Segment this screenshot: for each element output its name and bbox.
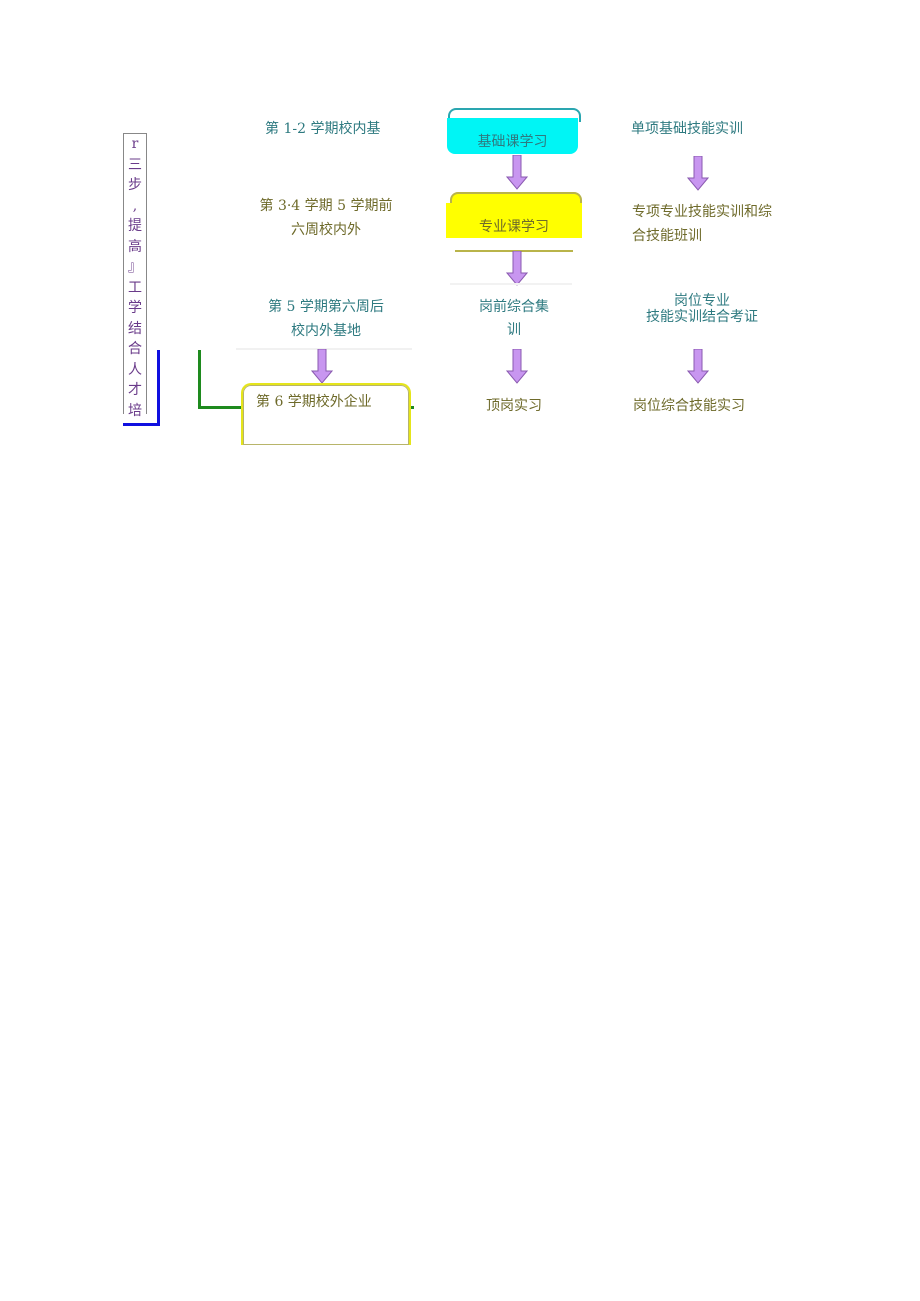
major-course-box <box>446 203 582 238</box>
title-char: 学 <box>128 300 142 316</box>
stage2-course: 专业课学习 <box>479 219 549 235</box>
stage2-period: 第 3·4 学期 5 学期前 六周校内外 <box>246 196 406 240</box>
green-connector-vertical <box>198 350 201 409</box>
stage2-training: 专项专业技能实训和综 合技能班训 <box>632 202 772 246</box>
arrow-down-icon <box>687 156 709 191</box>
title-char: , <box>132 197 138 214</box>
title-char: 高 <box>128 238 142 255</box>
stage3-course-line2: 训 <box>507 322 521 338</box>
arrow-down-icon <box>506 349 528 384</box>
title-char: 结 <box>128 320 142 337</box>
basic-course-box-top <box>448 108 581 122</box>
divider <box>450 283 572 285</box>
stage4-course: 顶岗实习 <box>486 398 542 414</box>
stage1-period: 第 1-2 学期校内基 <box>265 121 381 137</box>
stage4-period-box <box>241 383 411 445</box>
title-char: r <box>131 136 139 152</box>
stage1-training: 单项基础技能实训 <box>631 121 743 137</box>
title-char: 提 <box>128 218 142 234</box>
stage2-training-line1: 专项专业技能实训和综 <box>632 204 772 220</box>
stage4-period: 第 6 学期校外企业 <box>256 394 372 410</box>
arrow-down-icon <box>506 155 528 190</box>
title-char: 合 <box>128 341 142 357</box>
arrow-down-icon <box>506 251 528 286</box>
stage2-training-line2: 合技能班训 <box>632 228 702 244</box>
stage3-training-line2: 技能实训结合考证 <box>646 309 758 325</box>
title-char: 三 <box>128 156 142 173</box>
stage2-period-line1: 第 3·4 学期 5 学期前 <box>259 198 393 214</box>
stage3-course-line1: 岗前综合集 <box>479 299 549 315</box>
stage3-course: 岗前综合集 训 <box>456 297 572 340</box>
title-char: 人 <box>128 361 142 378</box>
title-char: 步 <box>128 177 142 193</box>
stage3-period-line1: 第 5 学期第六周后 <box>268 299 384 315</box>
title-char: 』 <box>128 259 142 275</box>
stage3-period-line2: 校内外基地 <box>291 323 361 339</box>
basic-course-box <box>447 118 578 154</box>
stage3-period: 第 5 学期第六周后 校内外基地 <box>246 297 406 341</box>
blue-bracket-horizontal <box>123 423 160 426</box>
stage1-course: 基础课学习 <box>477 134 548 150</box>
stage2-period-line2: 六周校内外 <box>291 222 361 238</box>
green-connector-horizontal <box>198 406 244 409</box>
arrow-down-icon <box>687 349 709 384</box>
green-connector-stub <box>408 406 414 409</box>
stage3-training: 岗位专业 技能实训结合考证 <box>630 293 774 325</box>
stage3-training-line1: 岗位专业 <box>674 293 730 309</box>
stage4-training: 岗位综合技能实习 <box>633 398 745 414</box>
title-char: 才 <box>128 382 142 398</box>
title-char: 培 <box>128 402 142 419</box>
vertical-title-box: r 三 步 , 提 高 』 工 学 结 合 人 才 培 <box>123 133 147 419</box>
title-char: 工 <box>128 279 142 296</box>
arrow-down-icon <box>311 349 333 384</box>
blue-bracket-vertical <box>157 350 160 426</box>
